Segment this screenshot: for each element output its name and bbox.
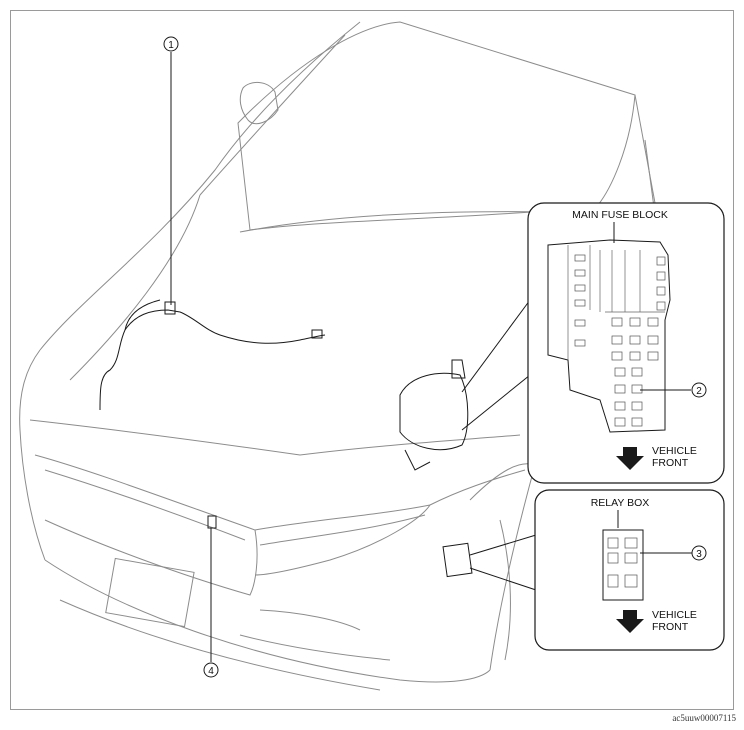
relay-box-body <box>442 542 473 578</box>
tire <box>499 519 511 661</box>
main-fuse-block-inset: MAIN FUSE BLOCK <box>527 202 725 484</box>
callout-1-label: 1 <box>168 40 174 51</box>
callout-4: 4 <box>203 528 219 678</box>
leader-relay-bottom <box>469 567 537 591</box>
left-body-edge <box>19 349 46 561</box>
wheel-arch <box>469 463 536 671</box>
harness-connector-2 <box>311 329 323 339</box>
relay-box-inset: RELAY BOX 3 VEHICLE FRONT <box>534 489 725 651</box>
front-bumper <box>44 559 491 683</box>
side-mirror <box>239 82 279 125</box>
wiring-branch <box>124 299 161 331</box>
grille-outline <box>34 454 258 596</box>
license-plate <box>105 557 195 628</box>
relay-direction-line2: FRONT <box>652 621 689 633</box>
front-sensor <box>207 515 217 529</box>
callout-4-label: 4 <box>208 666 214 677</box>
callout-3-label: 3 <box>696 549 702 560</box>
hood-front-edge <box>29 419 521 456</box>
fender-line <box>429 469 526 506</box>
hood-left-edge-2 <box>199 34 346 196</box>
main-fuse-block-title: MAIN FUSE BLOCK <box>572 209 668 221</box>
fog-lamp <box>259 609 361 631</box>
relay-box-title: RELAY BOX <box>591 497 650 509</box>
main-fuse-direction-line1: VEHICLE <box>652 445 697 457</box>
lower-trim <box>239 634 391 661</box>
hood-crease <box>69 194 201 381</box>
main-fuse-block-bracket <box>451 359 466 379</box>
hood-left-edge <box>39 21 361 351</box>
relay-direction-line1: VEHICLE <box>652 609 697 621</box>
vehicle-front-arrow-2 <box>616 610 644 633</box>
callout-2-label: 2 <box>696 386 702 397</box>
grille-inner <box>44 469 246 541</box>
headlight-line <box>259 514 426 546</box>
wiring-harness <box>99 309 326 411</box>
windshield-lower-edge <box>239 211 556 233</box>
vehicle-front-arrow-1 <box>616 447 644 470</box>
bumper-lower <box>59 599 381 691</box>
windshield <box>237 21 636 231</box>
leader-main-fuse-top <box>461 299 531 393</box>
main-fuse-direction-line2: FRONT <box>652 457 689 469</box>
callout-1: 1 <box>163 36 179 305</box>
main-fuse-block-mount <box>404 449 431 471</box>
headlight-right <box>254 504 432 576</box>
harness-connector-1 <box>164 301 176 315</box>
leader-main-fuse-bottom <box>461 374 531 431</box>
leader-relay-top <box>469 534 537 556</box>
figure-frame <box>10 10 734 710</box>
main-fuse-block-body <box>399 372 469 451</box>
figure-code: ac5uuw00007115 <box>672 713 736 723</box>
